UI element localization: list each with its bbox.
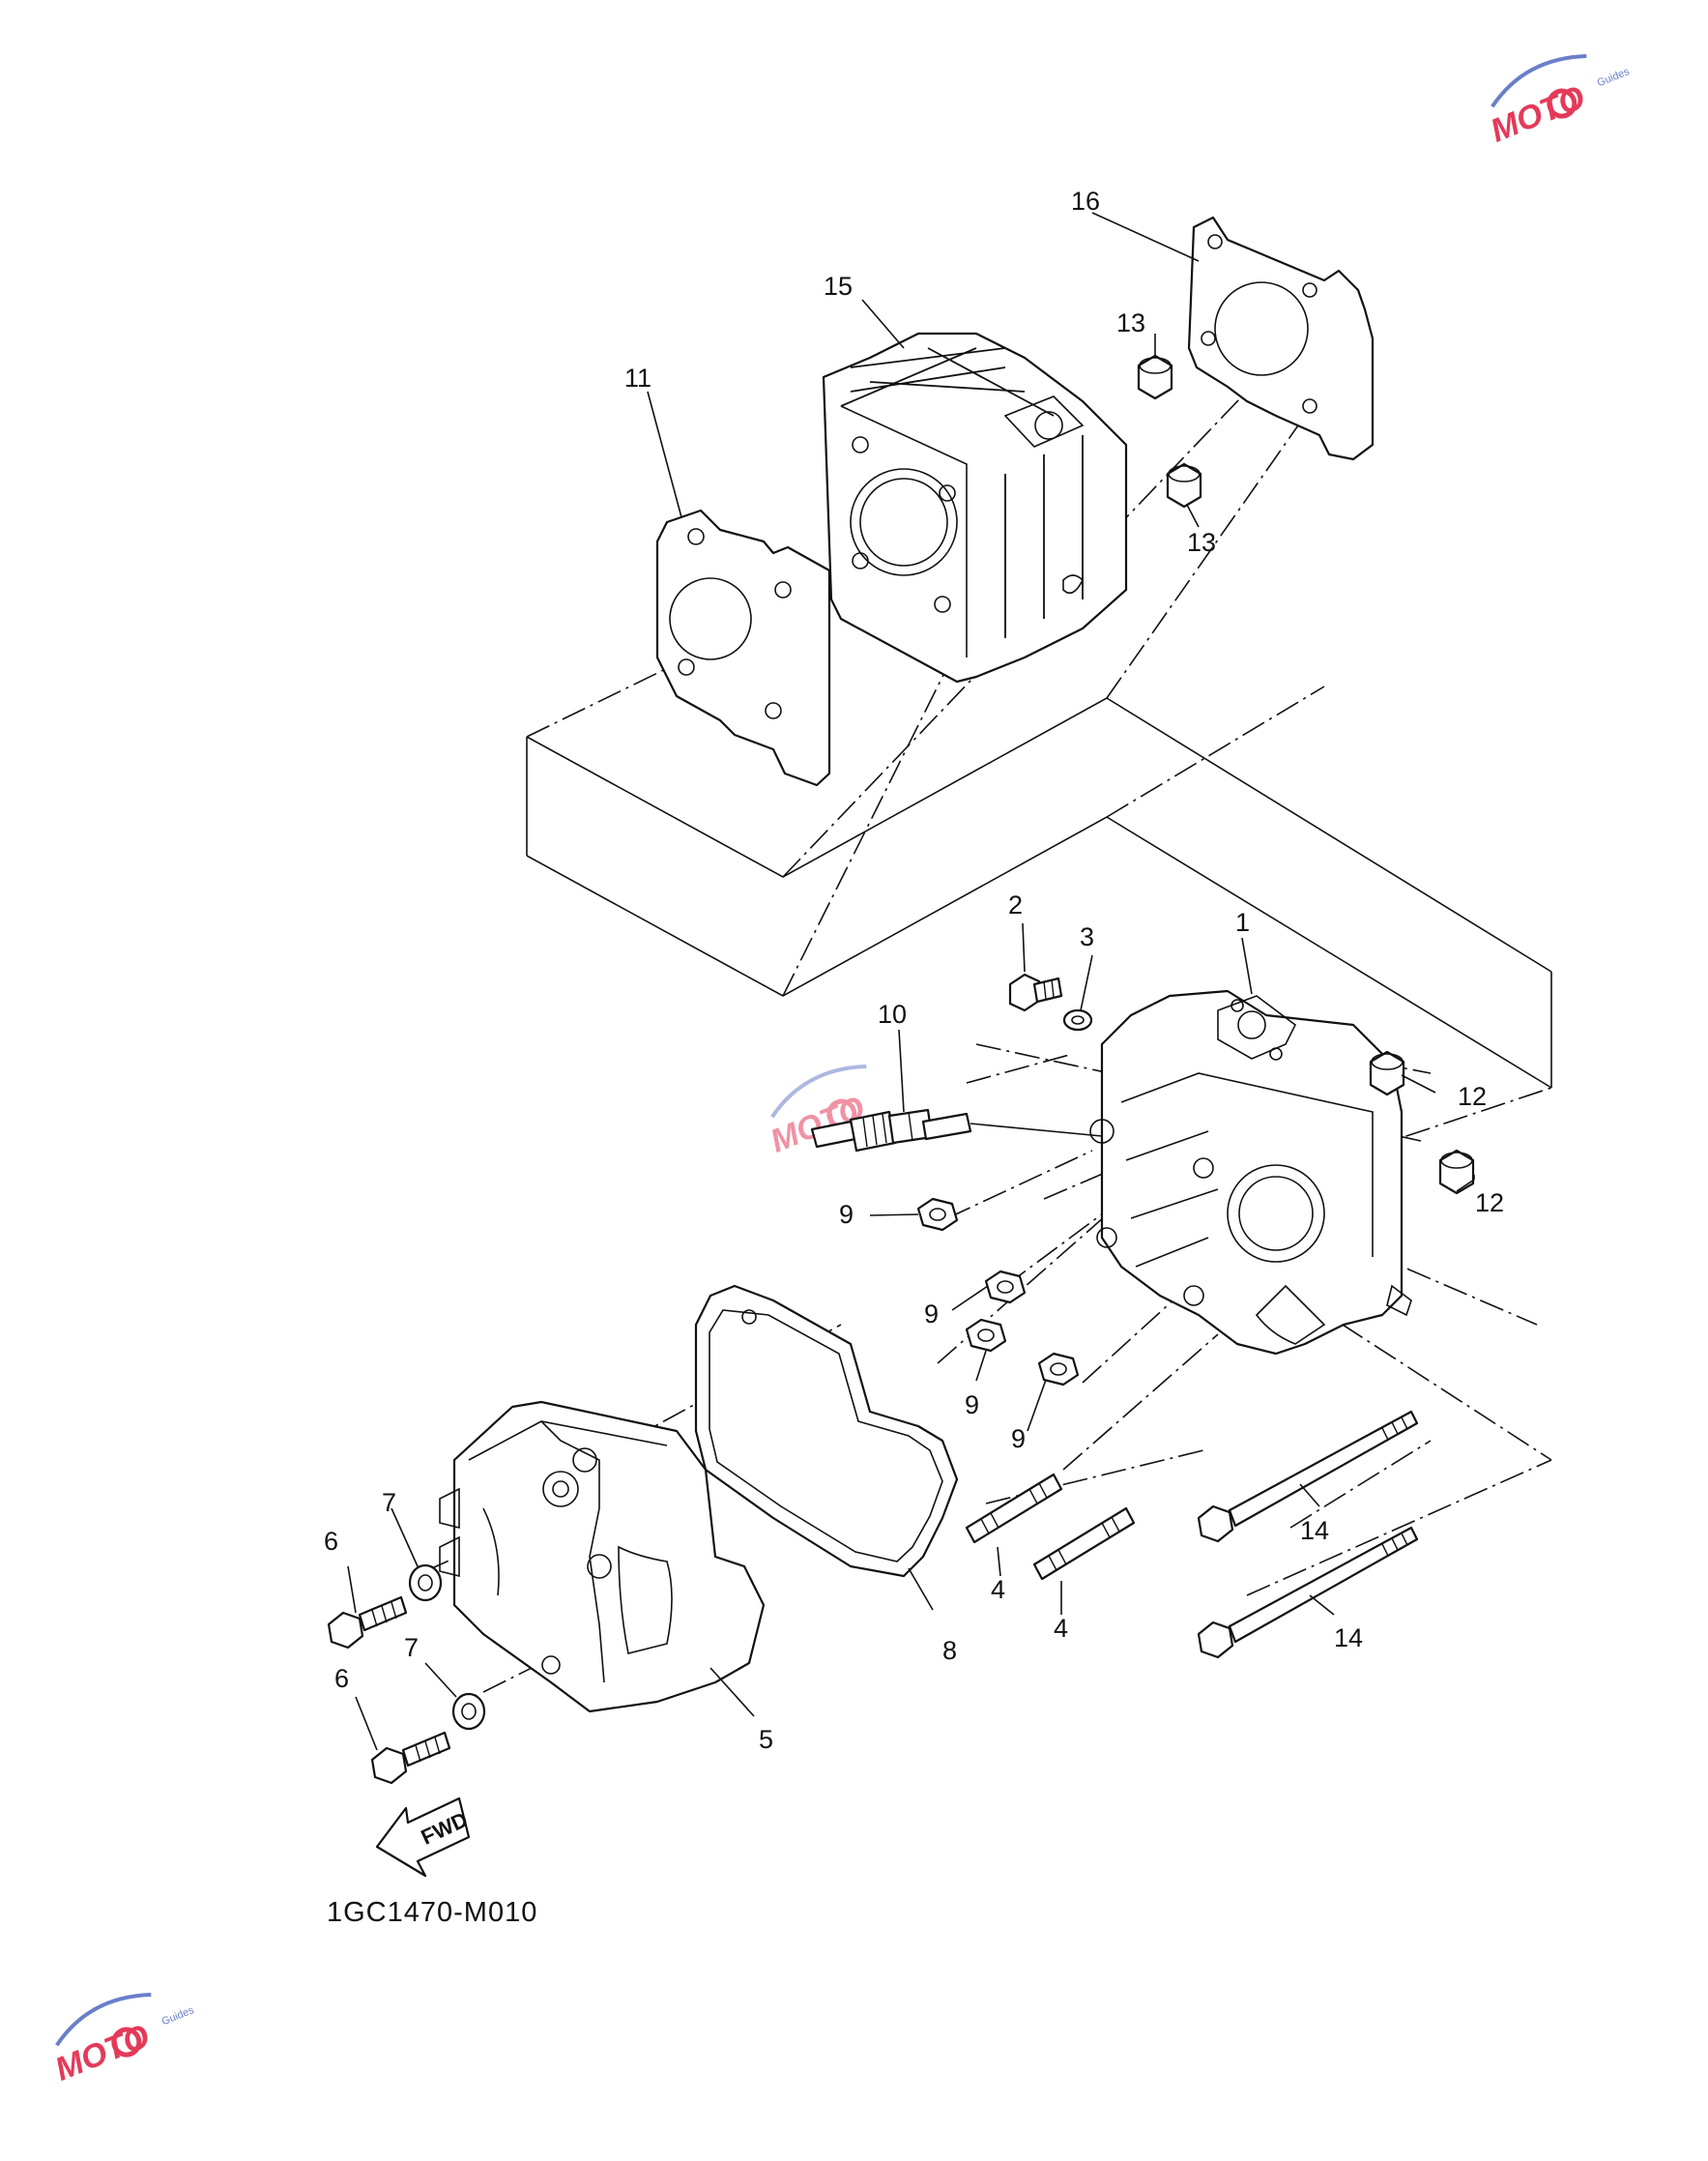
assembly-frame-2 xyxy=(1106,697,1552,973)
part-4-studs xyxy=(965,1473,1136,1581)
part-1-cylinder-head xyxy=(1089,989,1412,1356)
nut-1 xyxy=(916,1197,959,1232)
nut-2 xyxy=(984,1270,1027,1304)
diagram-code: 1GC1470-M010 xyxy=(327,1897,537,1928)
callout-9b: 9 xyxy=(924,1300,939,1329)
callout-15: 15 xyxy=(824,272,853,301)
watermark-sub-bottom: Guides xyxy=(160,2004,196,2028)
callout-7b: 7 xyxy=(404,1633,419,1662)
watermark-text-bottom: MOTO xyxy=(50,2018,155,2088)
part-11-base-gasket xyxy=(655,509,831,787)
callout-16: 16 xyxy=(1071,187,1100,216)
part-3-oring xyxy=(1062,1008,1093,1032)
part-7-washers xyxy=(408,1563,486,1731)
watermark-logo-top: MOTO Guides xyxy=(1486,53,1632,150)
watermark-logo-bottom: MOTO Guides xyxy=(50,1992,196,2088)
part-9-nuts xyxy=(916,1197,1080,1387)
callout-1: 1 xyxy=(1235,908,1250,937)
callout-labels: 16 15 11 13 13 2 3 1 10 12 12 9 9 9 9 8 … xyxy=(324,187,1504,1754)
part-15-cylinder xyxy=(822,332,1128,684)
callout-4b: 4 xyxy=(1054,1614,1068,1643)
part-5-head-cover xyxy=(439,1400,766,1713)
callout-13a: 13 xyxy=(1116,308,1145,337)
callout-14a: 14 xyxy=(1300,1516,1329,1545)
callout-7a: 7 xyxy=(382,1488,396,1517)
part-14-long-bolts xyxy=(1197,1410,1419,1659)
part-2-bolt xyxy=(1008,973,1063,1012)
callout-8: 8 xyxy=(942,1636,957,1665)
part-6-bolts xyxy=(327,1595,451,1785)
part-13-dowel-pins xyxy=(1137,354,1202,509)
fwd-arrow-icon: FWD xyxy=(375,1796,472,1878)
leader-lines xyxy=(347,212,1475,1751)
callout-12b: 12 xyxy=(1475,1188,1504,1217)
callout-9d: 9 xyxy=(1011,1424,1026,1453)
part-16-head-gasket xyxy=(1187,216,1375,461)
part-12-dowel-pins xyxy=(1369,1050,1475,1195)
callout-11: 11 xyxy=(624,364,651,393)
callout-12a: 12 xyxy=(1458,1082,1487,1111)
callout-6b: 6 xyxy=(334,1664,349,1693)
callout-6a: 6 xyxy=(324,1527,338,1556)
callout-2: 2 xyxy=(1008,891,1023,920)
callout-14b: 14 xyxy=(1334,1623,1363,1652)
callout-10: 10 xyxy=(878,1000,907,1029)
assembly-frame-3 xyxy=(526,816,1552,1089)
callout-9a: 9 xyxy=(839,1200,854,1229)
callout-9c: 9 xyxy=(965,1390,979,1419)
callout-3: 3 xyxy=(1080,922,1094,951)
nut-4 xyxy=(1037,1352,1080,1387)
callout-4a: 4 xyxy=(991,1575,1005,1604)
callout-5: 5 xyxy=(759,1725,773,1754)
callout-13b: 13 xyxy=(1187,528,1216,557)
nut-3 xyxy=(965,1318,1007,1353)
watermark-sub-top: Guides xyxy=(1596,66,1632,89)
watermark-text-top: MOTO xyxy=(1486,79,1590,150)
part-10-spark-plug xyxy=(810,1108,1103,1153)
part-8-cover-gasket xyxy=(694,1284,959,1578)
